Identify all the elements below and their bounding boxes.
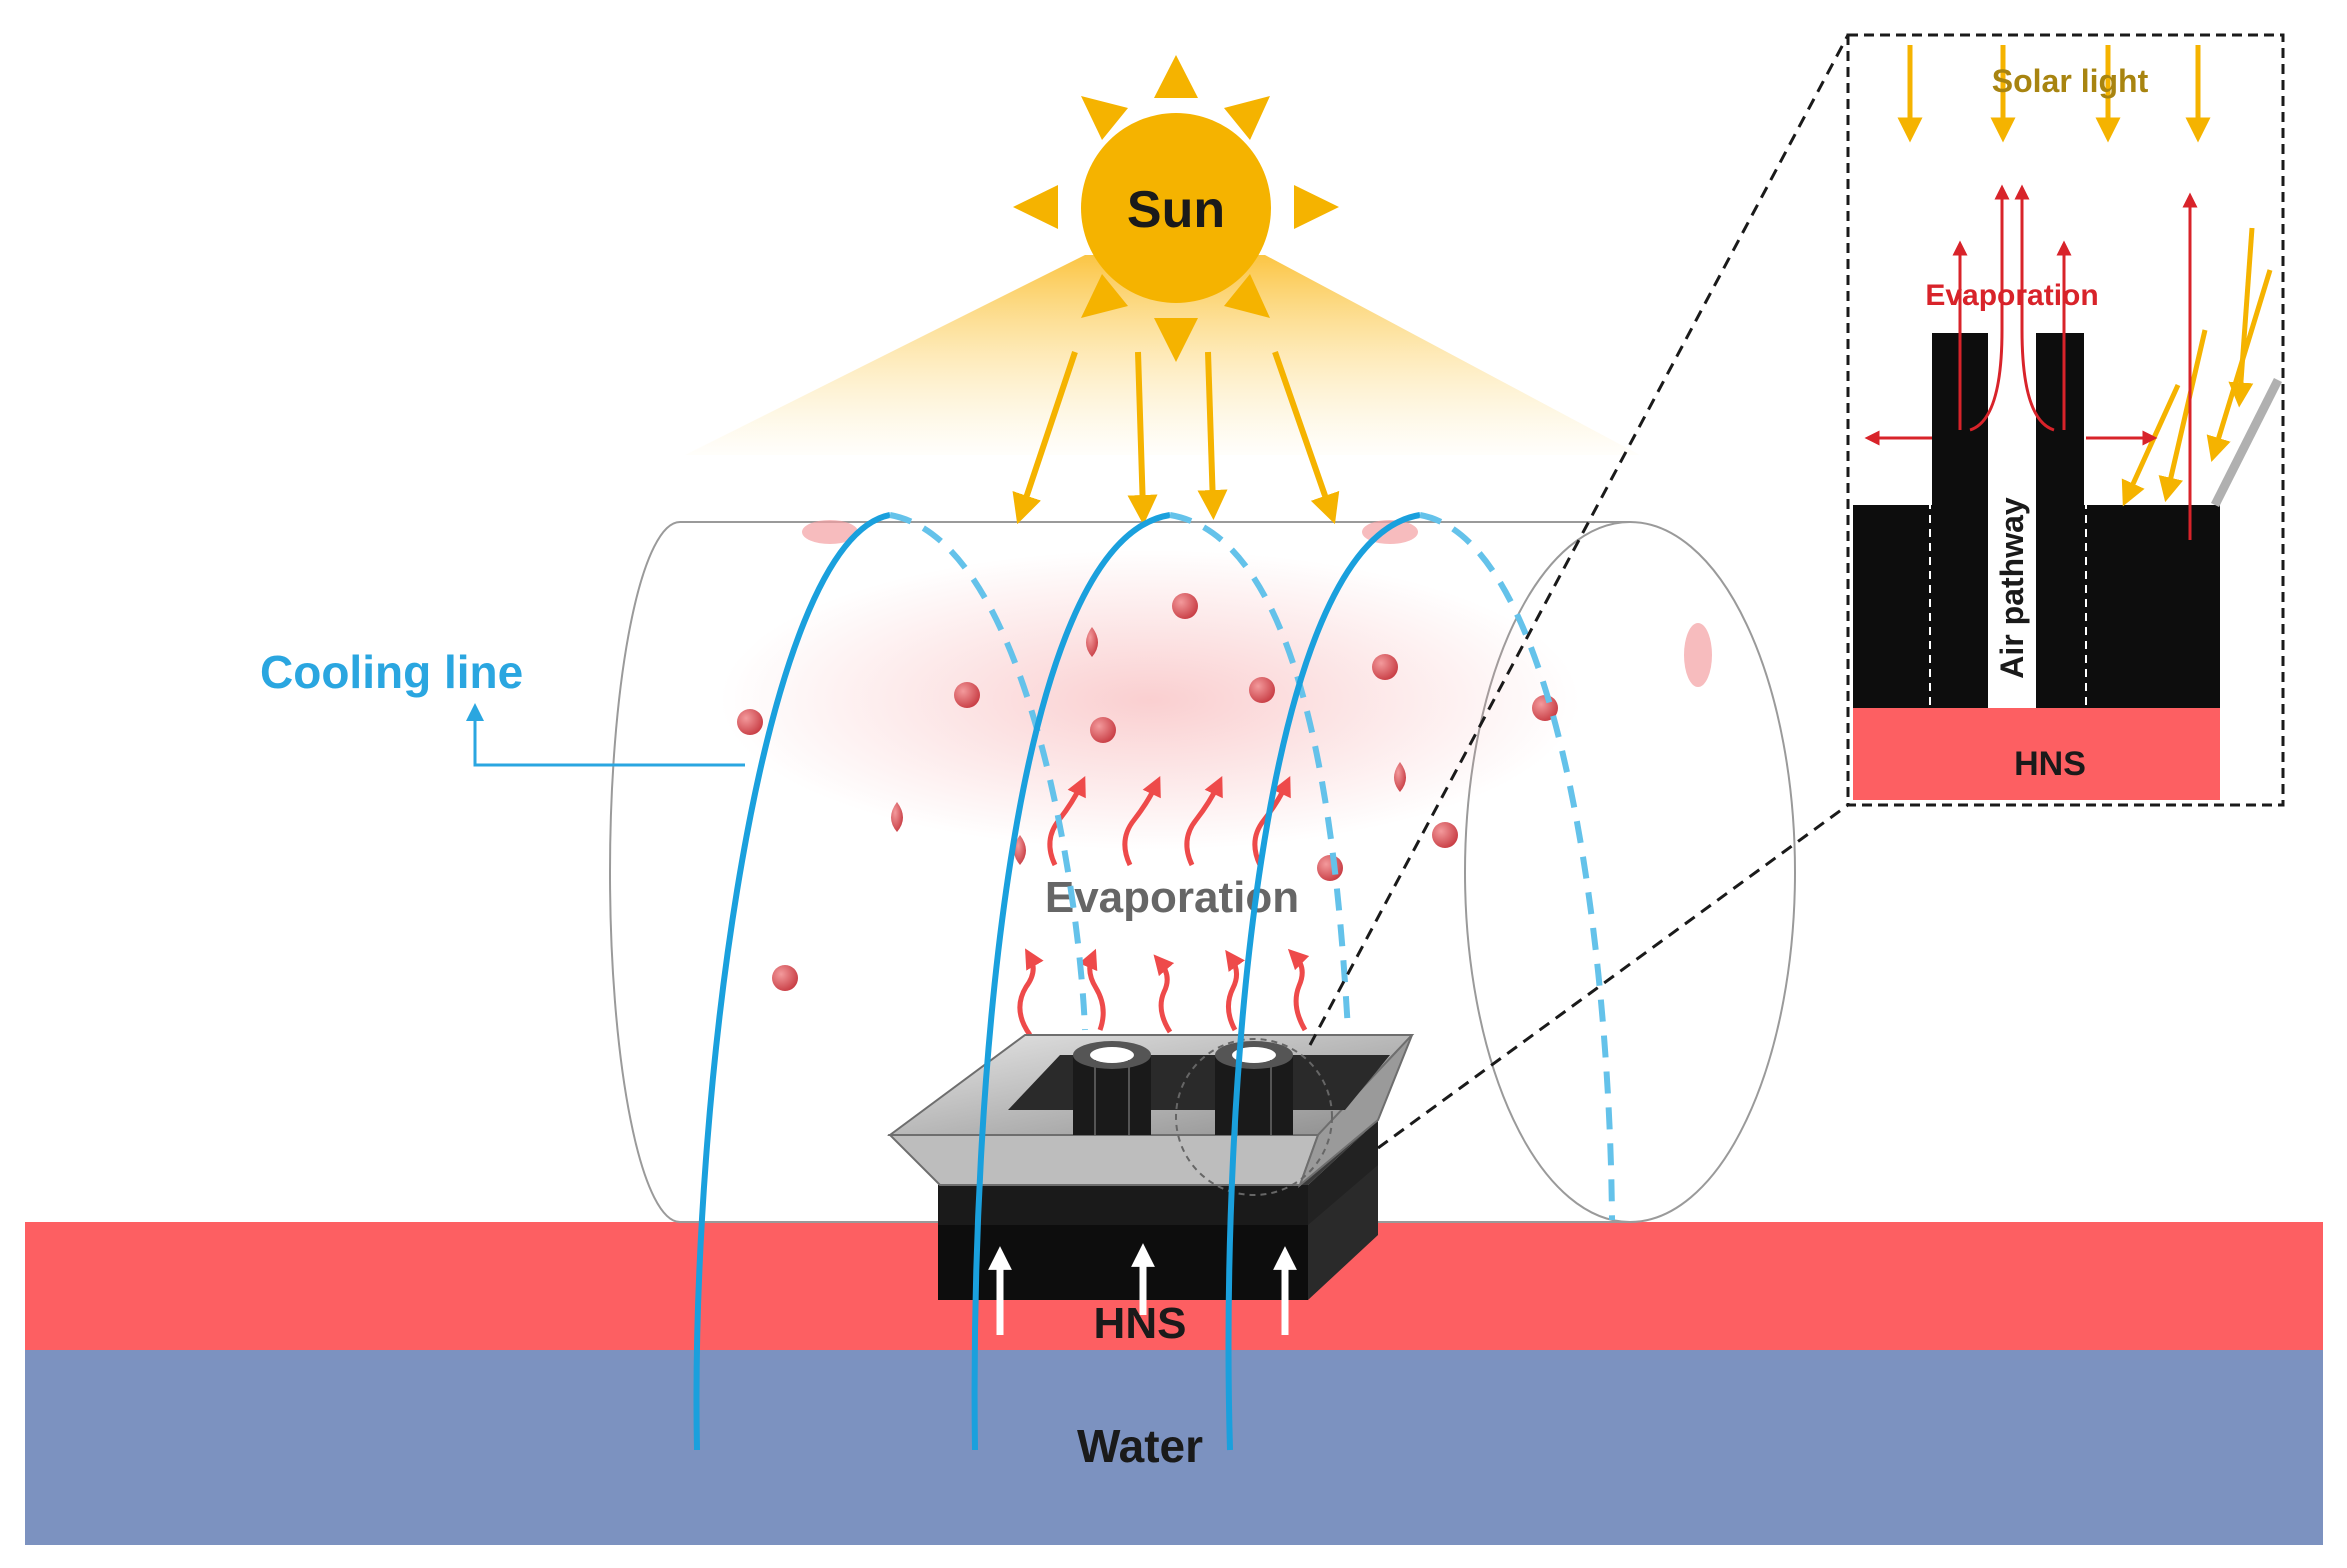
droplet-icon xyxy=(1372,654,1398,680)
arrow-icon xyxy=(1969,184,2010,432)
droplet-icon xyxy=(772,965,798,991)
water-layer xyxy=(25,1350,2323,1545)
arrow-icon xyxy=(1184,775,1223,867)
arrow-icon xyxy=(1078,948,1106,1031)
zoom-line-top xyxy=(1308,34,1850,1046)
inset-hns-layer xyxy=(1853,708,2220,800)
droplet-icon xyxy=(1172,593,1198,619)
cooling-lines xyxy=(693,512,1615,1451)
arrow-icon xyxy=(1197,351,1228,520)
droplet-icon xyxy=(1432,822,1458,848)
arrow-icon xyxy=(1287,948,1310,1032)
arrow-icon xyxy=(1272,351,1340,525)
arrow-icon xyxy=(1127,351,1158,525)
water-label: Water xyxy=(1077,1420,1203,1472)
arrow-icon xyxy=(2014,184,2055,432)
droplet-icon xyxy=(1317,855,1343,881)
cooling-line-leader xyxy=(466,703,745,767)
sunlight-beam xyxy=(685,255,1640,455)
arrow-icon xyxy=(1122,775,1161,867)
evaporation-arrows-main xyxy=(1017,775,1310,1037)
droplet-icon xyxy=(1090,717,1116,743)
droplet-icon xyxy=(1014,835,1026,865)
arrow-icon xyxy=(1153,954,1175,1034)
solar-evaporator-device xyxy=(886,1034,1415,1335)
droplet-icon xyxy=(1086,627,1098,657)
sun-label: Sun xyxy=(1127,181,1225,239)
arrow-icon xyxy=(1012,351,1078,525)
evaporation-arrows-inset xyxy=(1864,184,2198,540)
air-pathway-label: Air pathway xyxy=(1994,497,2030,679)
droplet-icon xyxy=(1249,677,1275,703)
cooling-line-label: Cooling line xyxy=(260,646,523,698)
droplet-icon xyxy=(1394,762,1406,792)
droplet-icon xyxy=(737,709,763,735)
arrow-icon xyxy=(1225,949,1245,1032)
arrow-icon xyxy=(1017,948,1044,1037)
hns-label-main: HNS xyxy=(1094,1299,1187,1348)
droplet-icon xyxy=(954,682,980,708)
sun-icon xyxy=(1013,55,1339,362)
zoom-line-bottom xyxy=(1377,803,1849,1150)
solar-light-label: Solar light xyxy=(1992,63,2149,99)
arrow-icon xyxy=(2206,269,2273,462)
arrow-icon xyxy=(2158,329,2208,503)
droplet-icon xyxy=(891,802,903,832)
evaporation-label-inset: Evaporation xyxy=(1925,279,2098,312)
hns-label-inset: HNS xyxy=(2014,745,2086,783)
solar-rays-main xyxy=(1012,351,1340,525)
arrow-icon xyxy=(1252,775,1291,867)
